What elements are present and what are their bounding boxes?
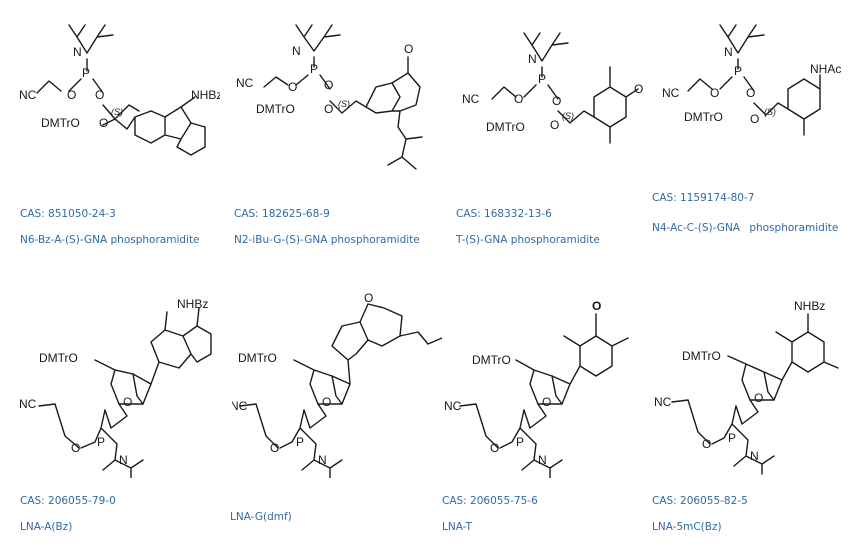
atom-dmtro: DMTrO bbox=[238, 351, 277, 365]
compound-card-8: DMTrO O NC O P N NHBz CAS: 206055-82-5 L… bbox=[650, 288, 855, 533]
stereo-label: (S) bbox=[338, 99, 350, 109]
atom-o: O bbox=[270, 441, 279, 455]
atom-n: N bbox=[724, 45, 733, 59]
atom-nc: NC bbox=[236, 76, 254, 90]
atom-p: P bbox=[310, 62, 318, 76]
atom-o: O bbox=[514, 92, 523, 106]
atom-p: P bbox=[728, 431, 736, 445]
atom-o: O bbox=[71, 441, 80, 455]
atom-o: O bbox=[750, 112, 759, 126]
atom-p: P bbox=[97, 435, 105, 449]
cas-number: CAS: 182625-68-9 bbox=[234, 208, 330, 220]
compound-card-6: DMTrO O NC O P N O LNA-G(dmf) bbox=[230, 288, 442, 523]
atom-base-substituent: NHBz bbox=[794, 299, 825, 313]
compound-card-2: N P O O NC DMTrO (S) O O CAS: 182625-68-… bbox=[232, 15, 432, 246]
atom-o: O bbox=[324, 102, 333, 116]
atom-p: P bbox=[538, 72, 546, 86]
atom-n: N bbox=[538, 453, 547, 467]
atom-o: O bbox=[550, 118, 559, 132]
atom-n: N bbox=[318, 453, 327, 467]
cas-number: CAS: 206055-79-0 bbox=[20, 495, 116, 507]
atom-p: P bbox=[734, 64, 742, 78]
structure-n4-ac-c-gna: N P O O NC DMTrO (S) O NHAc bbox=[662, 24, 841, 136]
atom-nc: NC bbox=[232, 399, 248, 413]
atom-o: O bbox=[99, 116, 108, 130]
atom-p: P bbox=[82, 66, 90, 80]
atom-nc: NC bbox=[444, 399, 462, 413]
structure-lna-t: DMTrO O NC O P N O bbox=[444, 299, 629, 478]
stereo-label: (S) bbox=[562, 111, 574, 121]
cas-number: CAS: 1159174-80-7 bbox=[652, 192, 755, 204]
atom-o: O bbox=[95, 88, 104, 102]
compound-name: LNA-A(Bz) bbox=[20, 521, 73, 533]
atom-carbonyl-o: O bbox=[404, 42, 413, 56]
atom-nc: NC bbox=[19, 397, 37, 411]
atom-base-substituent: NHAc bbox=[810, 62, 841, 76]
atom-o: O bbox=[123, 395, 132, 409]
compound-card-1: N P O O NC DMTrO (S) O NHBz CAS: 851050-… bbox=[15, 15, 220, 246]
atom-dmtro: DMTrO bbox=[486, 120, 525, 134]
atom-o: O bbox=[67, 88, 76, 102]
atom-o: O bbox=[702, 437, 711, 451]
atom-o: O bbox=[288, 80, 297, 94]
atom-n: N bbox=[528, 52, 537, 66]
compound-card-7: DMTrO O NC O P N O CAS: 206055-75-6 LNA-… bbox=[442, 288, 644, 533]
atom-carbonyl-o: O bbox=[592, 299, 601, 313]
compound-name: LNA-G(dmf) bbox=[230, 511, 292, 523]
atom-o: O bbox=[322, 395, 331, 409]
atom-o: O bbox=[324, 78, 333, 92]
compound-name: N2-iBu-G-(S)-GNA phosphoramidite bbox=[234, 234, 420, 246]
compound-name: LNA-T bbox=[442, 521, 472, 533]
cas-number: CAS: 206055-75-6 bbox=[442, 495, 538, 507]
compound-name: N4-Ac-C-(S)-GNA phosphoramidite bbox=[652, 222, 839, 234]
atom-o: O bbox=[754, 391, 763, 405]
atom-dmtro: DMTrO bbox=[39, 351, 78, 365]
cas-number: CAS: 851050-24-3 bbox=[20, 208, 116, 220]
structure-lna-5mc-bz: DMTrO O NC O P N NHBz bbox=[654, 299, 839, 475]
atom-dmtro: DMTrO bbox=[682, 349, 721, 363]
structure-n2-ibu-g-gna: N P O O NC DMTrO (S) O O bbox=[236, 24, 423, 170]
atom-o: O bbox=[552, 94, 561, 108]
atom-dmtro: DMTrO bbox=[41, 116, 80, 130]
atom-nc: NC bbox=[19, 88, 37, 102]
atom-carbonyl-o: O bbox=[634, 82, 643, 96]
atom-o: O bbox=[746, 86, 755, 100]
atom-base-substituent: NHBz bbox=[177, 297, 208, 311]
atom-nc: NC bbox=[654, 395, 672, 409]
compound-card-5: DMTrO O NC O P N NHBz CAS: 206055-79-0 L… bbox=[15, 288, 220, 533]
stereo-label: (S) bbox=[111, 107, 123, 117]
stereo-label: (S) bbox=[764, 107, 776, 117]
compound-card-4: N P O O NC DMTrO (S) O NHAc CAS: 1159174… bbox=[652, 15, 855, 234]
structure-t-gna: N P O O NC DMTrO (S) O O bbox=[462, 32, 643, 144]
atom-dmtro: DMTrO bbox=[684, 110, 723, 124]
cas-number: CAS: 206055-82-5 bbox=[652, 495, 748, 507]
structure-n6-bz-a-gna: N P O O NC DMTrO (S) O NHBz bbox=[19, 24, 220, 156]
compound-name: T-(S)-GNA phosphoramidite bbox=[456, 234, 600, 246]
atom-nc: NC bbox=[662, 86, 680, 100]
compound-name: LNA-5mC(Bz) bbox=[652, 521, 722, 533]
atom-p: P bbox=[516, 435, 524, 449]
atom-o: O bbox=[542, 395, 551, 409]
structure-lna-a-bz: DMTrO O NC O P N NHBz bbox=[19, 297, 212, 478]
structure-lna-g-dmf: DMTrO O NC O P N O bbox=[232, 291, 442, 478]
atom-dmtro: DMTrO bbox=[256, 102, 295, 116]
atom-dmtro: DMTrO bbox=[472, 353, 511, 367]
atom-n: N bbox=[119, 453, 128, 467]
compound-card-3: N P O O NC DMTrO (S) O O CAS: 168332-13-… bbox=[452, 15, 647, 246]
atom-nc: NC bbox=[462, 92, 480, 106]
atom-o: O bbox=[490, 441, 499, 455]
atom-carbonyl-o: O bbox=[364, 291, 373, 305]
atom-p: P bbox=[296, 435, 304, 449]
atom-o: O bbox=[710, 86, 719, 100]
atom-n: N bbox=[292, 44, 301, 58]
cas-number: CAS: 168332-13-6 bbox=[456, 208, 552, 220]
atom-n: N bbox=[73, 45, 82, 59]
compound-name: N6-Bz-A-(S)-GNA phosphoramidite bbox=[20, 234, 200, 246]
atom-n: N bbox=[750, 449, 759, 463]
atom-base-substituent: NHBz bbox=[191, 88, 220, 102]
